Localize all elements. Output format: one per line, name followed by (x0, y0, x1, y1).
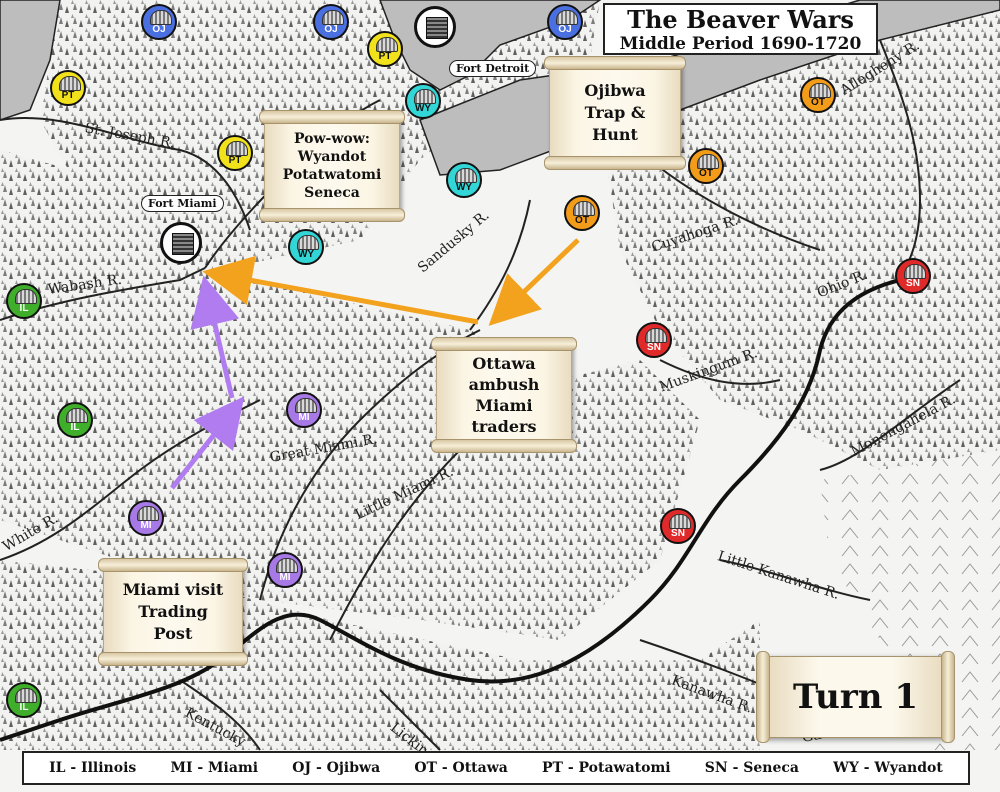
tribe-token-potawatomi[interactable]: PT (50, 70, 86, 106)
hut-icon (226, 141, 248, 156)
ottawa-ambush-arrow-west (202, 255, 479, 325)
hut-icon (414, 89, 436, 104)
forest-east (600, 0, 1000, 480)
fort-detroit-token (414, 6, 456, 48)
map-title-box: The Beaver Wars Middle Period 1690-1720 (603, 3, 878, 55)
river-cuyahoga (649, 159, 821, 251)
hut-icon (15, 688, 37, 703)
legend-item-illinois: IL - Illinois (49, 760, 137, 776)
event-scroll-ottawa-ambush: Ottawa ambush Miami traders (431, 337, 577, 453)
river-monongahela (819, 379, 961, 471)
tribe-legend: IL - Illinois MI - Miami OJ - Ojibwa OT … (22, 751, 970, 785)
legend-item-wyandot: WY - Wyandot (833, 760, 943, 776)
hut-icon (276, 558, 298, 573)
river-st-joseph (0, 116, 251, 231)
tribe-token-ojibwa[interactable]: OJ (141, 4, 177, 40)
event-scroll-pow-wow: Pow-wow: Wyandot Potatwatomi Seneca (259, 110, 405, 222)
river-kentucky (179, 679, 261, 751)
fort-icon (426, 17, 448, 39)
hut-icon (556, 10, 578, 25)
hut-icon (809, 83, 831, 98)
hut-icon (150, 10, 172, 25)
lake-michigan (0, 0, 61, 121)
hut-icon (904, 264, 926, 279)
hut-icon (322, 10, 344, 25)
tribe-token-seneca[interactable]: SN (636, 322, 672, 358)
miami-move-arrow-2 (190, 275, 240, 399)
turn-label: Turn 1 (792, 677, 919, 717)
fort-miami-token (160, 222, 202, 264)
tribe-token-potawatomi[interactable]: PT (217, 135, 253, 171)
legend-item-potawatomi: PT - Potawatomi (542, 760, 671, 776)
tribe-token-miami[interactable]: MI (128, 500, 164, 536)
hut-icon (455, 168, 477, 183)
tribe-token-illinois[interactable]: IL (6, 283, 42, 319)
hut-icon (137, 506, 159, 521)
legend-item-miami: MI - Miami (170, 760, 259, 776)
tribe-token-miami[interactable]: MI (286, 392, 322, 428)
tribe-token-seneca[interactable]: SN (895, 258, 931, 294)
tribe-token-potawatomi[interactable]: PT (367, 31, 403, 67)
hills-southeast (820, 450, 1000, 750)
hut-icon (66, 408, 88, 423)
hut-icon (295, 398, 317, 413)
hut-icon (669, 514, 691, 529)
fort-miami-label: Fort Miami (141, 195, 224, 212)
turn-indicator: Turn 1 (756, 651, 955, 743)
tribe-token-wyandot[interactable]: WY (446, 162, 482, 198)
fort-detroit-label: Fort Detroit (449, 60, 537, 77)
event-scroll-ojibwa-trap-hunt: Ojibwa Trap & Hunt (544, 56, 686, 170)
hut-icon (59, 76, 81, 91)
tribe-token-ottawa[interactable]: OT (800, 77, 836, 113)
legend-item-seneca: SN - Seneca (704, 760, 799, 776)
tribe-token-illinois[interactable]: IL (57, 402, 93, 438)
tribe-token-ottawa[interactable]: OT (688, 148, 724, 184)
hut-icon (376, 37, 398, 52)
river-sandusky (469, 199, 531, 331)
tribe-token-ottawa[interactable]: OT (564, 195, 600, 231)
tribe-token-miami[interactable]: MI (267, 552, 303, 588)
forest-central (0, 150, 700, 640)
tribe-token-illinois[interactable]: IL (6, 682, 42, 718)
tribe-token-wyandot[interactable]: WY (288, 229, 324, 265)
hut-icon (645, 328, 667, 343)
tribe-token-seneca[interactable]: SN (660, 508, 696, 544)
hut-icon (573, 201, 595, 216)
river-licking (379, 689, 441, 751)
river-muskingum (659, 359, 781, 385)
tribe-token-ojibwa[interactable]: OJ (313, 4, 349, 40)
map-title: The Beaver Wars (627, 5, 854, 34)
river-little-kanawha (719, 559, 871, 601)
hut-icon (15, 289, 37, 304)
hut-icon (697, 154, 719, 169)
legend-item-ojibwa: OJ - Ojibwa (292, 760, 381, 776)
event-scroll-miami-trading-post: Miami visit Trading Post (98, 558, 248, 666)
fort-icon (172, 233, 194, 255)
map-subtitle: Middle Period 1690-1720 (619, 34, 862, 54)
hut-icon (297, 235, 319, 250)
tribe-token-ojibwa[interactable]: OJ (547, 4, 583, 40)
tribe-token-wyandot[interactable]: WY (405, 83, 441, 119)
miami-move-arrow-1 (170, 396, 245, 490)
legend-item-ottawa: OT - Ottawa (414, 760, 508, 776)
ottawa-ambush-arrow-south (488, 238, 580, 326)
